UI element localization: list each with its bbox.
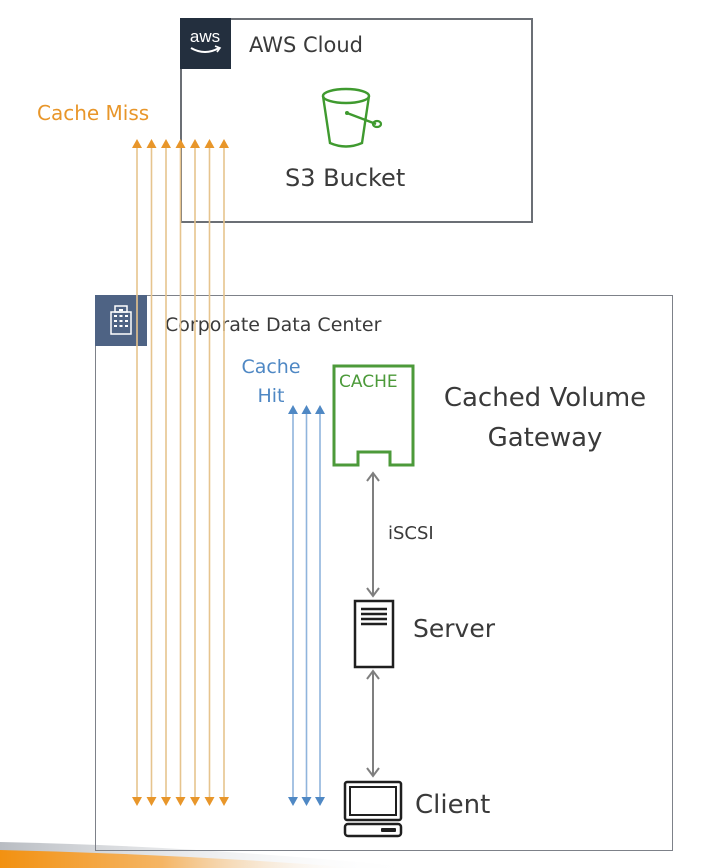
cache-hit-label-line-1: Cache [241, 356, 301, 378]
iscsi-label: iSCSI [388, 523, 434, 544]
cache-hit-label-line-2: Hit [257, 385, 285, 407]
server-label: Server [413, 614, 495, 643]
aws-logo-icon: aws [180, 18, 231, 69]
building-icon [94, 294, 147, 346]
cached-volume-gateway-icon [332, 364, 415, 467]
server-icon [353, 599, 395, 669]
cache-hit-arrow [301, 405, 312, 806]
cache-miss-arrow [175, 139, 186, 806]
corporate-data-center-group [94, 294, 673, 851]
cache-miss-arrow [204, 139, 215, 806]
desktop-computer-icon [343, 780, 403, 838]
aws-logo-text: aws [190, 27, 220, 46]
s3-bucket-label: S3 Bucket [285, 164, 406, 192]
cache-miss-label: Cache Miss [37, 101, 150, 125]
cached-volume-gateway-label: Cached Volume Gateway [429, 378, 661, 458]
cache-label: CACHE [339, 372, 398, 392]
server-client-connector [366, 669, 380, 778]
s3-bucket-icon [321, 87, 383, 148]
cache-miss-arrow [161, 139, 171, 806]
aws-cloud-title: AWS Cloud [249, 33, 363, 57]
aws-cloud-group: aws [180, 18, 533, 223]
slide-footer-swoosh [0, 842, 420, 868]
gateway-label-line-1: Cached Volume [443, 383, 647, 413]
cache-hit-arrow [288, 405, 298, 806]
corporate-data-center-title: Corporate Data Center [165, 314, 382, 336]
cache-miss-arrow [146, 139, 157, 806]
cache-miss-arrow [219, 139, 229, 806]
cache-miss-arrow [132, 139, 142, 806]
gateway-server-connector [366, 471, 380, 598]
client-label: Client [415, 790, 491, 820]
gateway-label-line-2: Gateway [487, 423, 603, 453]
cache-hit-arrow [315, 405, 325, 806]
cache-miss-arrow [190, 139, 200, 806]
cache-hit-label: Cache Hit [237, 353, 305, 411]
